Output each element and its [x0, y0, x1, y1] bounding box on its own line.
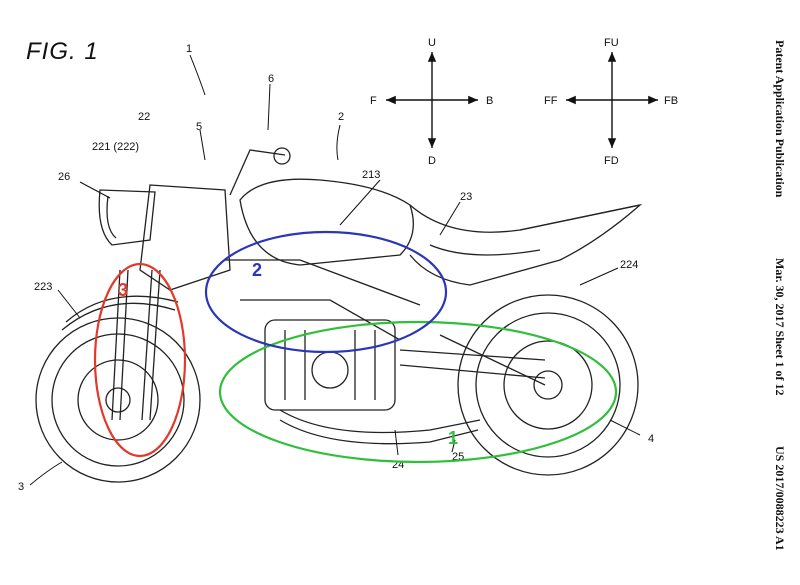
ref-4: 4	[648, 433, 654, 445]
dir-ff-label: FF	[544, 95, 558, 107]
region-2-ellipse	[206, 232, 446, 352]
dir-front-label: F	[370, 95, 377, 107]
rear-tire	[458, 295, 638, 475]
ref-3: 3	[18, 481, 24, 493]
dir-fu-label: FU	[604, 37, 619, 49]
ref-6: 6	[268, 73, 274, 85]
dir-down-label: D	[428, 155, 436, 167]
region-1-label: 1	[448, 428, 458, 448]
dir-fd-label: FD	[604, 155, 619, 167]
ref-1: 1	[186, 43, 192, 55]
region-3-label: 3	[118, 280, 128, 300]
region-2-label: 2	[252, 260, 262, 280]
ref-26: 26	[58, 171, 70, 183]
ref-2: 2	[338, 111, 344, 123]
ref-221: 221 (222)	[92, 141, 139, 153]
dir-up-label: U	[428, 37, 436, 49]
ref-22: 22	[138, 111, 150, 123]
ref-223: 223	[34, 281, 52, 293]
direction-cross-right	[566, 52, 658, 148]
ref-5: 5	[196, 121, 202, 133]
motorcycle-body	[36, 148, 640, 482]
region-1-ellipse	[220, 322, 616, 462]
ref-213: 213	[362, 169, 380, 181]
ref-23: 23	[460, 191, 472, 203]
dir-fb-label: FB	[664, 95, 678, 107]
front-tire	[36, 318, 200, 482]
ref-224: 224	[620, 259, 638, 271]
leader-lines	[30, 55, 640, 485]
direction-cross-left	[386, 52, 478, 148]
dir-back-label: B	[486, 95, 493, 107]
region-3-ellipse	[95, 264, 185, 456]
